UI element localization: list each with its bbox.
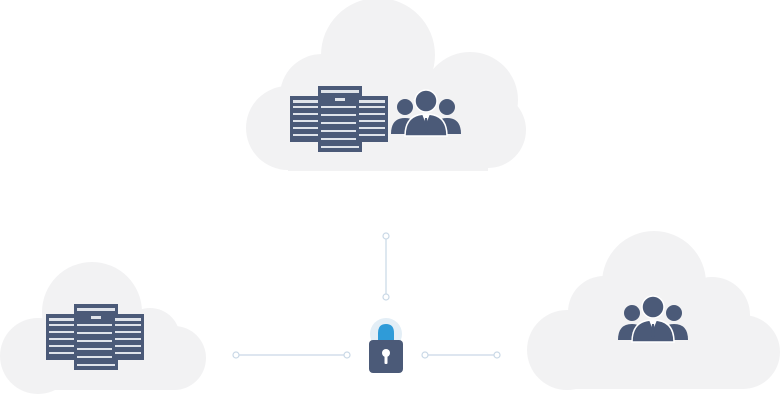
connector-node [382, 293, 390, 301]
padlock-icon [369, 318, 403, 373]
connector-node [421, 351, 429, 359]
cloud-left [0, 262, 206, 394]
connector-node [232, 351, 240, 359]
cloud-right [527, 231, 780, 390]
connector-node [382, 232, 390, 240]
cloud-top [246, 0, 526, 171]
connector-node [343, 351, 351, 359]
connectors [232, 232, 501, 359]
connector-node [493, 351, 501, 359]
